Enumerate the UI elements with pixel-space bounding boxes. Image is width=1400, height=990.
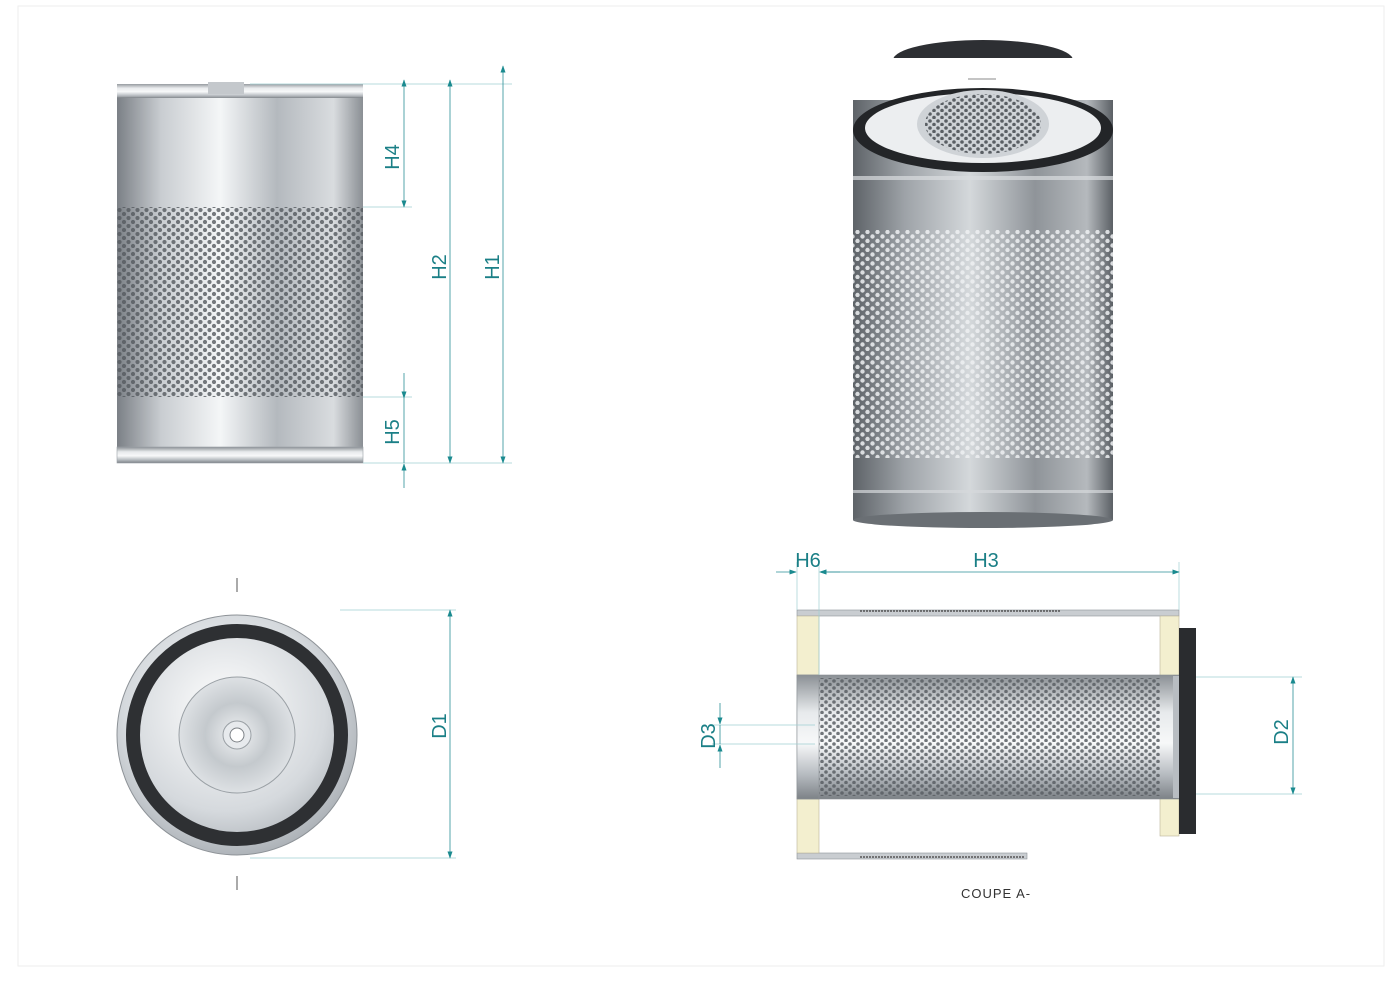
label-h2: H2 — [429, 254, 451, 280]
front-perforation-pattern — [117, 207, 363, 397]
front-top-lug — [208, 82, 244, 94]
iso-cutaway-mask — [866, 58, 1106, 94]
iso-bottom-seam — [853, 490, 1113, 493]
label-d3: D3 — [698, 723, 720, 749]
iso-top-seam — [853, 176, 1113, 180]
section-left-end-cap — [796, 674, 820, 800]
dimension-d1: D1 — [250, 609, 456, 859]
isometric-view — [853, 40, 1113, 528]
front-bottom-cap — [116, 446, 364, 464]
section-right-seal — [1179, 628, 1196, 834]
front-upper-shell — [117, 97, 363, 207]
dimension-h3: H3 — [819, 550, 1180, 610]
front-lower-shell — [117, 397, 363, 447]
dimension-d2: D2 — [1196, 676, 1302, 795]
end-seal-ring — [126, 624, 348, 846]
iso-bottom-edge — [853, 512, 1113, 528]
section-media-left-bottom — [796, 795, 820, 854]
label-h4: H4 — [382, 144, 404, 170]
label-d1: D1 — [429, 713, 451, 739]
label-h1: H1 — [482, 254, 504, 280]
section-media-right-top — [1159, 615, 1180, 679]
end-view — [116, 578, 358, 890]
dimension-h4: H4 — [382, 79, 407, 208]
dimension-d3: D3 — [698, 703, 815, 768]
section-media-right-bottom — [1159, 795, 1180, 837]
label-h5: H5 — [382, 419, 404, 445]
section-right-flange — [1173, 676, 1179, 798]
label-h3: H3 — [973, 550, 999, 572]
label-d2: D2 — [1271, 719, 1293, 745]
iso-inner-perforation — [925, 94, 1041, 154]
section-view — [796, 609, 1196, 860]
sheet-frame — [17, 5, 1385, 967]
caption-mask — [1030, 852, 1090, 912]
label-h6: H6 — [795, 550, 821, 572]
section-media-left-top — [796, 615, 820, 679]
section-outer-wall-bottom — [796, 852, 1028, 860]
dimension-h2: H2 — [429, 79, 453, 464]
section-outer-wall-top — [796, 609, 1180, 617]
front-view — [116, 82, 364, 464]
section-inner-perforation — [815, 678, 1160, 796]
dimension-h1: H1 — [482, 65, 506, 464]
section-caption: COUPE A-A — [961, 886, 1041, 901]
dimension-h5: H5 — [382, 373, 407, 488]
iso-perforated-band — [853, 230, 1113, 458]
end-bore — [229, 727, 245, 743]
